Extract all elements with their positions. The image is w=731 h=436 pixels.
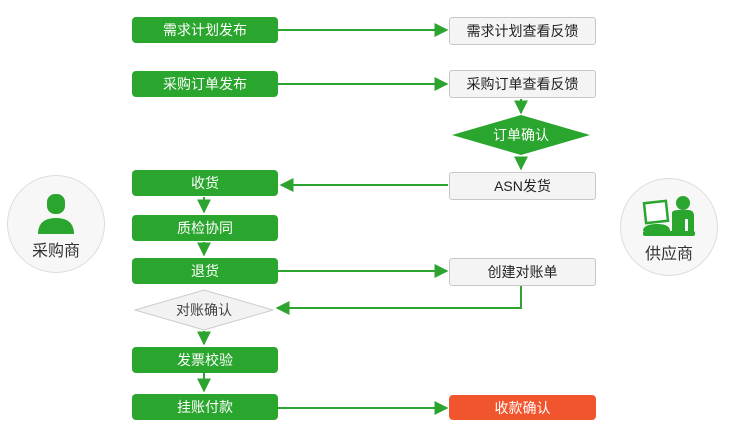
arrow-statement-to-reconcile [275, 285, 522, 315]
order-confirm-label: 订单确认 [493, 127, 549, 143]
node-payment-on-account: 挂账付款 [132, 394, 278, 420]
node-return-goods: 退货 [132, 258, 278, 284]
reconcile-confirm-label: 对账确认 [176, 302, 232, 318]
node-receipt-confirm: 收款确认 [449, 395, 596, 420]
buyer-person-icon [38, 193, 74, 234]
node-po-publish: 采购订单发布 [132, 71, 278, 97]
node-demand-plan-publish: 需求计划发布 [132, 17, 278, 43]
node-po-feedback: 采购订单查看反馈 [449, 70, 596, 98]
actor-buyer: 采购商 [7, 175, 105, 273]
node-quality-check: 质检协同 [132, 215, 278, 241]
diamond-shape [452, 115, 590, 155]
node-invoice-verify: 发票校验 [132, 347, 278, 373]
supplier-person-laptop-icon [642, 195, 695, 236]
node-demand-plan-feedback: 需求计划查看反馈 [449, 17, 596, 45]
diamond-shape [134, 289, 274, 331]
node-order-confirm: 订单确认 [451, 114, 591, 156]
node-reconcile-confirm: 对账确认 [134, 289, 274, 331]
node-receive-goods: 收货 [132, 170, 278, 196]
node-create-statement: 创建对账单 [449, 258, 596, 286]
node-asn-ship: ASN发货 [449, 172, 596, 200]
supplier-label: 供应商 [644, 245, 693, 263]
actor-supplier: 供应商 [620, 178, 718, 276]
buyer-label: 采购商 [31, 242, 80, 260]
